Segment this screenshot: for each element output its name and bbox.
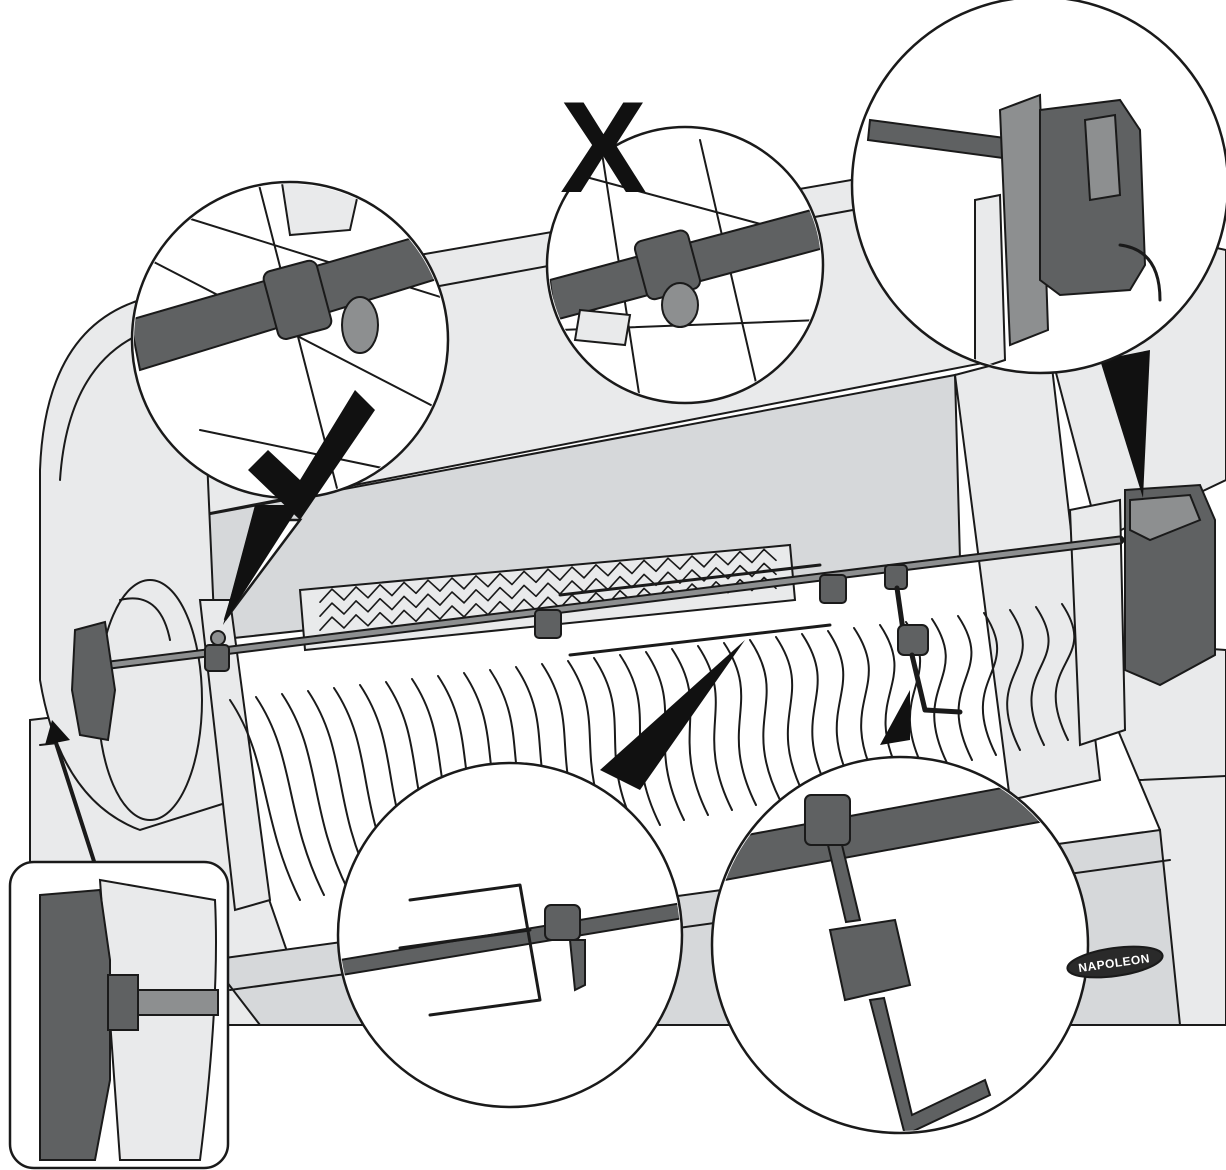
- detail-counterbalance: [710, 690, 1090, 1135]
- meat-fork-left: [534, 563, 832, 657]
- grid-bar: [931, 618, 949, 766]
- counterbalance: [884, 564, 963, 715]
- check-icon: [248, 390, 375, 520]
- grid-bar: [1030, 606, 1050, 746]
- brand-badge: NAPOLEON: [1066, 945, 1164, 979]
- detail-correct-position: [130, 180, 450, 625]
- detail-meat-fork: [336, 640, 745, 1109]
- spit-handle: [70, 620, 117, 742]
- detail-spit-handle: [8, 720, 230, 1170]
- grid-bar: [749, 639, 781, 801]
- meat-fork-right: [819, 574, 847, 604]
- rotisserie-motor: [1124, 483, 1216, 687]
- grid-bar: [671, 648, 709, 816]
- detail-motor-mounting: [850, 0, 1226, 498]
- grid-bar: [853, 627, 877, 781]
- arrow-icon: [53, 738, 102, 882]
- grid-bar: [801, 633, 829, 791]
- grid-bar: [229, 699, 301, 901]
- grid-bar: [1006, 609, 1024, 751]
- rotisserie-spit: [70, 483, 1216, 742]
- grid-bar: [619, 654, 661, 826]
- cross-icon: X: [560, 74, 647, 220]
- grid-bar: [1054, 603, 1076, 741]
- grid-bar: [827, 630, 853, 786]
- grid-bar: [697, 645, 733, 811]
- burner-zigzag-row: [319, 548, 777, 603]
- grid-bar: [879, 624, 901, 776]
- grid-bar: [255, 696, 325, 896]
- burner-zigzag-row: [319, 562, 777, 617]
- grid-bar: [775, 636, 805, 796]
- grid-bar: [281, 693, 349, 891]
- detail-incorrect-position: X: [545, 74, 825, 405]
- grid-bar: [957, 615, 973, 761]
- grid-bar: [723, 642, 757, 806]
- grid-bar: [981, 612, 999, 756]
- grid-bar: [593, 657, 637, 831]
